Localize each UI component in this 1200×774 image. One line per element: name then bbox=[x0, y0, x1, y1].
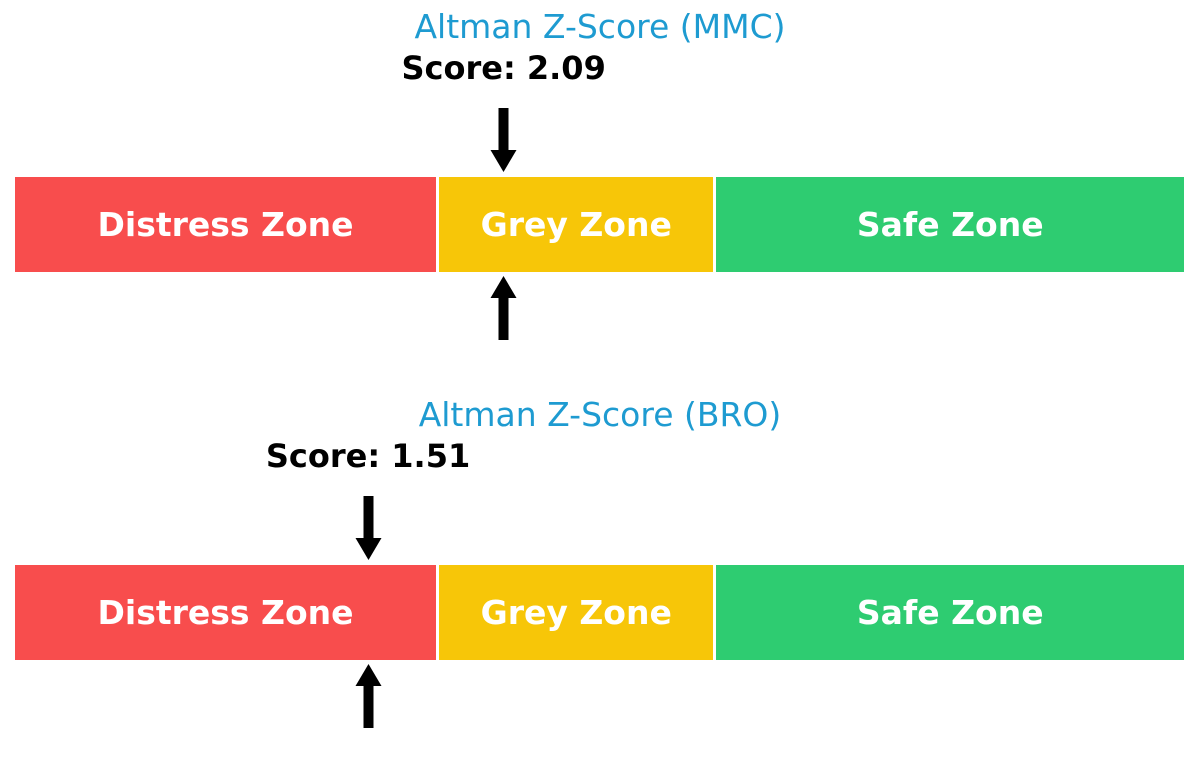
score-arrow-up bbox=[490, 276, 517, 340]
score-arrow-down bbox=[355, 496, 382, 560]
arrow-shaft bbox=[498, 108, 509, 150]
zone-label: Distress Zone bbox=[97, 593, 354, 632]
zone-safe: Safe Zone bbox=[716, 177, 1184, 272]
zone-distress: Distress Zone bbox=[15, 177, 436, 272]
score-arrow-up bbox=[355, 664, 382, 728]
arrow-shaft bbox=[498, 298, 509, 340]
zone-grey: Grey Zone bbox=[439, 177, 714, 272]
zone-bar: Distress Zone Grey Zone Safe Zone bbox=[15, 177, 1184, 272]
chart-bro: Altman Z-Score (BRO) Score: 1.51 Distres… bbox=[0, 388, 1200, 774]
arrow-head-down-icon bbox=[355, 538, 382, 560]
zone-distress: Distress Zone bbox=[15, 565, 436, 660]
chart-title: Altman Z-Score (BRO) bbox=[418, 395, 782, 434]
zone-label: Grey Zone bbox=[480, 205, 672, 244]
zone-label: Distress Zone bbox=[97, 205, 354, 244]
arrow-head-up-icon bbox=[490, 276, 517, 298]
score-arrow-down bbox=[490, 108, 517, 172]
zone-label: Grey Zone bbox=[480, 593, 672, 632]
score-label: Score: 2.09 bbox=[401, 49, 606, 87]
chart-mmc: Altman Z-Score (MMC) Score: 2.09 Distres… bbox=[15, 7, 1184, 340]
chart-title: Altman Z-Score (MMC) bbox=[414, 7, 786, 46]
score-label: Score: 1.51 bbox=[265, 437, 471, 475]
arrow-head-down-icon bbox=[490, 150, 517, 172]
arrow-head-up-icon bbox=[355, 664, 382, 686]
arrow-shaft bbox=[363, 496, 374, 538]
zone-grey: Grey Zone bbox=[439, 565, 714, 660]
zone-label: Safe Zone bbox=[856, 593, 1044, 632]
arrow-shaft bbox=[363, 686, 374, 728]
zone-bar: Distress Zone Grey Zone Safe Zone bbox=[15, 565, 1184, 660]
zone-safe: Safe Zone bbox=[716, 565, 1184, 660]
zone-label: Safe Zone bbox=[856, 205, 1044, 244]
